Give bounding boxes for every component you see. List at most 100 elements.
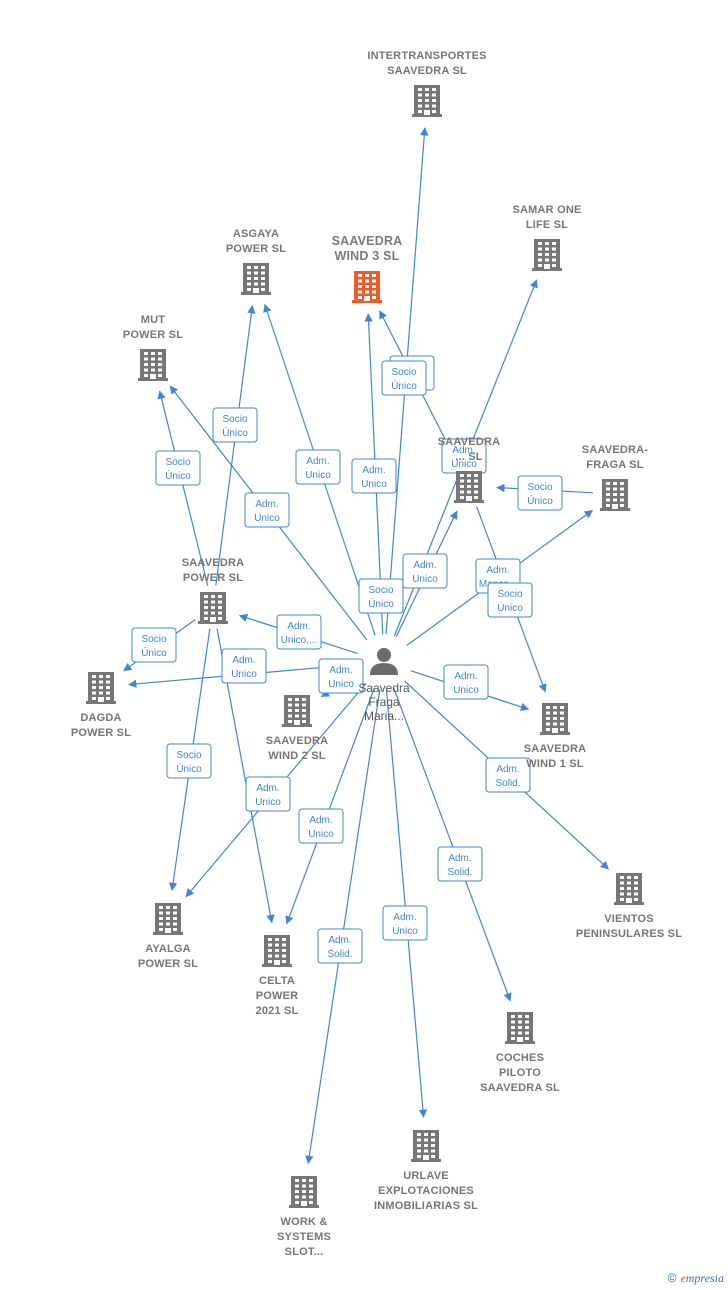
building-window <box>467 485 471 488</box>
building-window <box>151 352 155 355</box>
building-window <box>211 611 215 615</box>
relation-label[interactable]: Adm.Unico <box>245 776 291 812</box>
relation-label[interactable]: Adm.Unico <box>402 553 448 589</box>
relation-label-line: Adm. <box>452 445 475 456</box>
building-window <box>553 711 557 715</box>
building-window <box>144 352 148 355</box>
building-window <box>365 285 369 288</box>
building-door <box>364 296 370 301</box>
building-window <box>254 271 258 275</box>
building-window <box>275 954 279 958</box>
building-window <box>247 288 251 291</box>
empresia-logo[interactable]: ©empresia <box>668 1271 724 1286</box>
building-window <box>606 482 610 485</box>
person-name-line: Fraga <box>368 695 400 709</box>
building-icon <box>352 271 382 303</box>
building-window <box>546 717 550 720</box>
building-window <box>525 1020 529 1024</box>
building-window <box>158 357 162 361</box>
relation-label-box <box>244 492 290 528</box>
company-name-line: POWER SL <box>123 329 183 341</box>
relation-label[interactable]: Adm.Unico <box>351 458 397 494</box>
person-node[interactable]: SaavedraFragaMaria... <box>358 648 410 723</box>
relation-label[interactable]: Adm.Solid. <box>437 846 483 882</box>
building-window <box>158 352 162 355</box>
building-window <box>432 104 436 108</box>
building-window <box>173 917 177 920</box>
building-window <box>553 722 557 726</box>
building-icon <box>198 592 228 624</box>
building-window <box>365 274 369 277</box>
building-window <box>204 611 208 615</box>
relation-label-line: Unico <box>308 829 334 840</box>
company-name-line: FRAGA SL <box>586 459 643 471</box>
building-door <box>466 496 472 501</box>
building-window <box>432 110 436 113</box>
relation-label[interactable]: Adm.Unico,... <box>276 614 322 650</box>
building-window <box>158 374 162 377</box>
relation-label[interactable]: Adm. Solid. <box>485 757 531 793</box>
building-window <box>552 242 556 245</box>
building-window <box>372 290 376 294</box>
company-node-fraga[interactable]: SAAVEDRA-FRAGA SL <box>582 444 649 511</box>
relation-label-box <box>487 582 533 618</box>
building-window <box>261 277 265 280</box>
building-window <box>634 887 638 890</box>
building-window <box>302 720 306 723</box>
building-window <box>254 266 258 269</box>
relation-label-line: Único <box>527 494 553 507</box>
building-window <box>358 285 362 288</box>
company-node-saavedra_hidden[interactable]: SAAVEDRA... SL <box>438 436 501 503</box>
building-window <box>151 368 155 372</box>
building-window <box>431 1155 435 1158</box>
building-window <box>552 258 556 262</box>
relation-label-line: Adm. <box>496 764 519 775</box>
relation-label[interactable]: Adm.Unico <box>382 905 428 941</box>
company-node-work[interactable]: WORK &SYSTEMSSLOT... <box>277 1176 331 1258</box>
relation-label[interactable]: Adm.Unico <box>244 492 290 528</box>
building-window <box>431 1149 435 1153</box>
edge-labels-layer: SocioÚnicoSocioÚnicoSocioÚnicoAdm.UnicoA… <box>131 355 563 964</box>
relation-label[interactable]: Adm.Unico <box>318 658 364 694</box>
building-window <box>552 264 556 267</box>
building-window <box>511 1037 515 1040</box>
building-window <box>158 368 162 372</box>
relation-label[interactable]: Adm.Unico <box>298 808 344 844</box>
building-window <box>620 493 624 496</box>
building-window <box>295 1179 299 1182</box>
company-name-line: SAAVEDRA <box>438 436 501 448</box>
building-window <box>211 595 215 598</box>
building-window <box>159 922 163 926</box>
relation-label-line: Solid. <box>495 778 520 789</box>
relation-label[interactable]: Adm.Unico <box>443 664 489 700</box>
relation-label[interactable]: Adm.Solid. <box>317 928 363 964</box>
building-window <box>460 496 464 499</box>
relation-label-line: Adm. <box>413 560 436 571</box>
relation-label[interactable]: Adm.Unico <box>295 449 341 485</box>
relation-label[interactable]: Adm.Unico <box>221 648 267 684</box>
company-name-line: SLOT... <box>285 1246 324 1258</box>
building-window <box>424 1144 428 1147</box>
